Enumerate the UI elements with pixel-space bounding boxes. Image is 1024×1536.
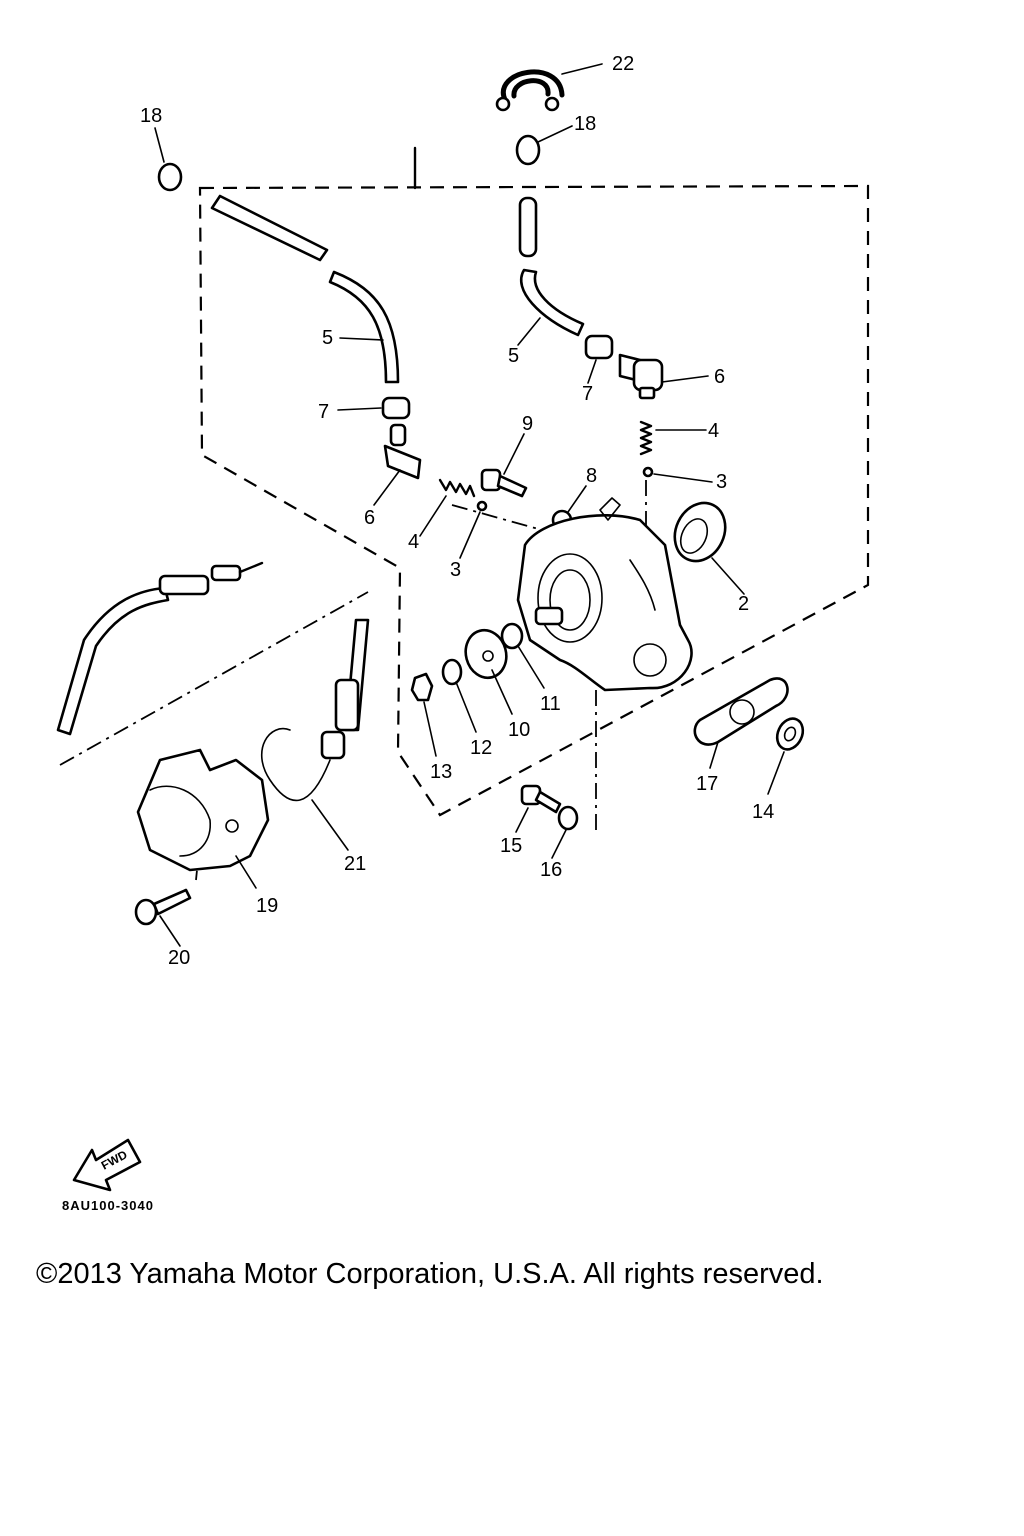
assembly-boundary xyxy=(198,184,870,817)
bolt-20 xyxy=(134,888,192,947)
bolt-15 xyxy=(515,784,562,833)
callout-22: 22 xyxy=(612,53,634,75)
callout-18-left: 18 xyxy=(140,105,162,127)
nut-13 xyxy=(410,672,437,757)
spring-4-left xyxy=(419,478,476,537)
callout-13: 13 xyxy=(430,761,452,783)
callout-15: 15 xyxy=(500,835,522,857)
cable-21 xyxy=(260,618,370,851)
nut-12 xyxy=(441,658,477,733)
ball-3-right xyxy=(642,466,713,483)
callout-3-left: 3 xyxy=(450,559,461,581)
callout-5-right: 5 xyxy=(508,345,519,367)
callout-20: 20 xyxy=(168,947,190,969)
callout-19: 19 xyxy=(256,895,278,917)
clamp-7-right xyxy=(584,334,614,384)
callout-21: 21 xyxy=(344,853,366,875)
callout-8: 8 xyxy=(586,465,597,487)
callout-11: 11 xyxy=(540,693,561,715)
callout-16: 16 xyxy=(540,859,562,881)
union-6-right xyxy=(618,353,709,400)
cable-centerline xyxy=(59,591,369,766)
ball-3-left xyxy=(459,500,488,559)
oil-pump-body xyxy=(516,497,693,692)
pump-cover-19 xyxy=(136,748,270,889)
collar-11 xyxy=(500,622,545,689)
washer-16 xyxy=(551,805,579,859)
clamp-7-left xyxy=(337,396,411,420)
collar-18-top xyxy=(515,125,573,166)
callout-3-right: 3 xyxy=(716,471,727,493)
callout-6-right: 6 xyxy=(714,366,725,388)
fwd-arrow-icon: FWD xyxy=(72,1138,142,1192)
callout-7-left: 7 xyxy=(318,401,329,423)
callout-18-top: 18 xyxy=(574,113,596,135)
collar-18-left xyxy=(154,127,183,192)
oil-seal-2 xyxy=(673,501,745,595)
callout-17: 17 xyxy=(696,773,718,795)
callout-4-right: 4 xyxy=(708,420,719,442)
callout-5-left: 5 xyxy=(322,327,333,349)
pulley-10 xyxy=(464,628,513,715)
callout-4-left: 4 xyxy=(408,531,419,553)
washer-14 xyxy=(767,717,805,795)
bolt-9 xyxy=(480,433,528,498)
oil-hose-5-right xyxy=(517,196,585,346)
callout-2: 2 xyxy=(738,593,749,615)
callout-12: 12 xyxy=(470,737,492,759)
callout-10: 10 xyxy=(508,719,530,741)
callout-7-right: 7 xyxy=(582,383,593,405)
union-6-left xyxy=(373,423,422,506)
copyright-notice: ©2013 Yamaha Motor Corporation, U.S.A. A… xyxy=(36,1258,824,1290)
oil-hose-5-left xyxy=(210,194,400,384)
pump-cable xyxy=(56,561,264,736)
spring-4-right xyxy=(639,420,707,456)
gasket-17 xyxy=(693,677,789,769)
callout-9: 9 xyxy=(522,413,533,435)
callout-14: 14 xyxy=(752,801,774,823)
callout-6-left: 6 xyxy=(364,507,375,529)
hose-clip-22 xyxy=(495,63,603,112)
reference-code: 8AU100-3040 xyxy=(62,1198,154,1213)
